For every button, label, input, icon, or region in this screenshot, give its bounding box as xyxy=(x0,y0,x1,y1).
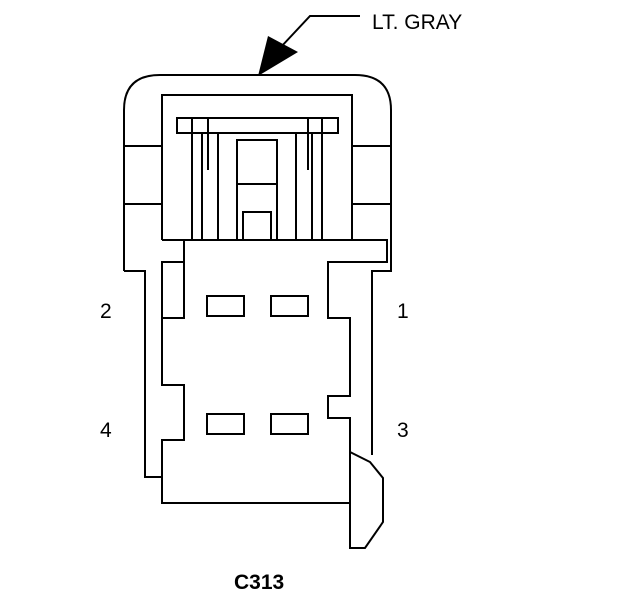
wire-color-label: LT. GRAY xyxy=(372,11,462,34)
pin-label-4: 4 xyxy=(100,419,112,442)
connector-housing xyxy=(123,74,392,455)
pin-cavities xyxy=(206,295,309,435)
leader-arrowhead xyxy=(258,36,298,76)
terminal-block xyxy=(161,239,388,504)
cavity-pin-2 xyxy=(206,295,245,317)
cavity-pin-1 xyxy=(270,295,309,317)
connector-latch xyxy=(176,117,339,240)
pin-label-2: 2 xyxy=(100,300,112,323)
pin-label-3: 3 xyxy=(397,419,409,442)
connector-id-label: C313 xyxy=(234,571,284,594)
housing-left-lower xyxy=(124,270,162,478)
terminal-block-left-step xyxy=(162,262,185,319)
housing-ribs xyxy=(124,145,391,205)
cavity-pin-4 xyxy=(206,413,245,435)
lock-tab xyxy=(349,451,384,549)
cavity-pin-3 xyxy=(270,413,309,435)
inner-cavity xyxy=(161,94,353,240)
color-leader xyxy=(258,15,360,76)
pin-label-1: 1 xyxy=(397,300,409,323)
